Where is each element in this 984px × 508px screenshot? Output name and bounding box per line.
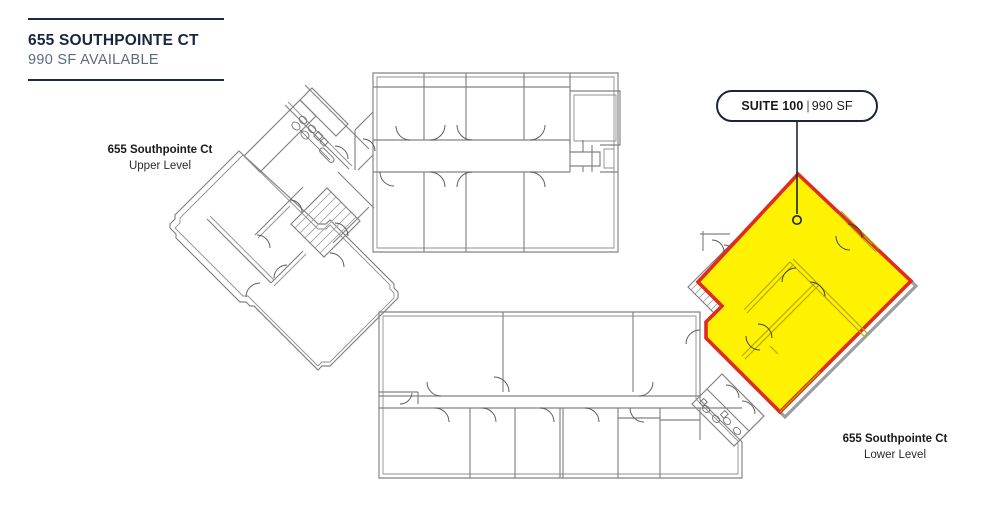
upper-level-east-block [354,72,621,253]
callout-separator: | [806,99,810,113]
suite-number-label: SUITE 100 [741,99,804,113]
upper-restroom-fixtures [291,115,335,163]
header-rule-top [28,18,224,20]
suite-callout-text: SUITE 100|990 SF [741,99,852,113]
header-block: 655 SOUTHPOINTE CT 990 SF AVAILABLE [28,18,224,82]
upper-level-west-wing [169,84,399,371]
suite-callout[interactable]: SUITE 100|990 SF [716,90,878,122]
lower-level-caption: 655 Southpointe Ct Lower Level [795,432,984,463]
upper-level-building-name: 655 Southpointe Ct [107,144,213,156]
upper-level-caption: 655 Southpointe Ct Upper Level [60,143,260,174]
page-title: 655 SOUTHPOINTE CT [28,32,199,49]
upper-level-stairs [290,187,361,258]
suite-100-highlight[interactable] [695,171,919,420]
page-subtitle: 990 SF AVAILABLE [28,52,159,69]
header-rule-bottom [28,79,224,82]
callout-leader [791,122,802,226]
lower-level-block [378,311,743,479]
lower-restroom-fixtures [691,373,765,447]
lower-level-label: Lower Level [863,448,926,461]
suite-area-label: 990 SF [811,99,853,113]
lower-level-building-name: 655 Southpointe Ct [842,433,948,445]
leader-endpoint-dot [791,215,802,226]
upper-level-label: Upper Level [128,159,191,172]
